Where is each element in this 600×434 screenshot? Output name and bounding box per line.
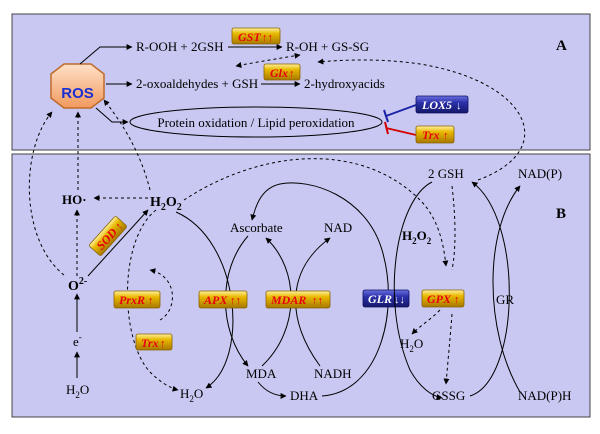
trx-inhibition-bar [384, 121, 389, 135]
mda-label: MDA [246, 366, 277, 381]
glx-enzyme-badge: Glx ↑ [263, 63, 301, 81]
nadh-label: NADH [314, 366, 352, 381]
gssg-label: GSSG [432, 388, 465, 403]
rooh-reactant: R-OOH + 2GSH [136, 39, 224, 54]
lox5-inhibition-bar [383, 109, 389, 123]
trx-b-up-arrow-icon: ↑ [160, 338, 166, 350]
gst-up-arrows-icon: ↑↑ [262, 32, 273, 44]
svg-text:LOX5: LOX5 [421, 98, 452, 112]
dha-label: DHA [290, 388, 319, 403]
gpx-to-h2o-dashed [411, 309, 441, 335]
oxoaldehydes-reactant: 2-oxoaldehydes + GSH [136, 76, 258, 91]
svg-text:Trx: Trx [141, 336, 159, 350]
electron: e- [73, 332, 82, 349]
svg-text:GLR: GLR [368, 292, 392, 306]
dha-glr-ascorbate-loop [250, 182, 389, 397]
gst-enzyme-badge: GST ↑↑ [231, 27, 281, 45]
glx-up-arrow-icon: ↑ [289, 68, 295, 80]
hydroxyacids-product: 2-hydroxyacids [304, 76, 385, 91]
svg-text:H2O: H2O [180, 386, 203, 404]
panel-a-label: A [556, 38, 567, 54]
mda-to-dha-arrow [257, 381, 287, 399]
water-gpx: H2O [400, 336, 423, 354]
svg-text:ROS: ROS [61, 85, 94, 102]
trx-b-enzyme-badge: Trx ↑ [135, 333, 173, 351]
prxr-cycle-dashed [127, 209, 179, 392]
svg-text:O2-: O2- [68, 276, 87, 294]
trx-a-enzyme-badge: Trx ↑ [415, 125, 455, 144]
gr-label: GR [496, 292, 514, 307]
gpx-up-arrow-icon: ↑ [454, 294, 460, 306]
trx-prxr-loop-dashed [149, 268, 173, 321]
svg-text:e-: e- [73, 332, 82, 349]
svg-text:H2O: H2O [66, 382, 89, 400]
trx-inhibition-line [385, 127, 417, 136]
apx-enzyme-badge: APX ↑↑ [198, 290, 248, 309]
o2-to-ros-dashed [28, 111, 65, 276]
glr-enzyme-badge: GLR ↓↓ [362, 289, 410, 308]
mdar-up-arrows-icon: ↑↑ [312, 295, 323, 307]
h2o2-main: H2O2 [150, 195, 182, 213]
superoxide: O2- [68, 276, 87, 294]
apx-up-arrows-icon: ↑↑ [230, 295, 241, 307]
gsh-link-dashed [235, 52, 301, 68]
nadph-to-nadp-gr [492, 185, 521, 393]
protein-lipid-text: Protein oxidation / Lipid peroxidation [157, 115, 355, 130]
svg-text:H2O: H2O [400, 336, 423, 354]
water-apx: H2O [180, 386, 203, 404]
o2-to-h2o2-sod [87, 209, 149, 277]
hydroxyl-radical: HO· [62, 192, 87, 207]
nadp-label: NAD(P) [518, 166, 562, 181]
svg-text:H2O2: H2O2 [402, 228, 432, 246]
gsh-to-gssg-dashed [446, 185, 456, 384]
arrow-ros-to-protein [95, 107, 129, 125]
protein-lipid-ellipse [129, 106, 383, 138]
svg-text:PrxR: PrxR [119, 293, 145, 307]
panel-a [11, 13, 591, 151]
h2o2-to-gpx-dashed [183, 158, 449, 267]
ascorbate-label: Ascorbate [230, 220, 283, 235]
h2o2-mid: H2O2 [402, 228, 432, 246]
gssg-to-gsh-gr [469, 181, 510, 397]
svg-text:Glx: Glx [270, 66, 288, 80]
svg-text:APX: APX [203, 293, 228, 307]
prxr-enzyme-badge: PrxR ↑ [113, 290, 161, 309]
nad-label: NAD [324, 220, 352, 235]
svg-text:H2O2: H2O2 [150, 195, 182, 213]
svg-text:GST: GST [238, 30, 261, 44]
water-bottom: H2O [66, 382, 89, 400]
lox5-down-arrow-icon: ↓ [456, 100, 462, 112]
glr-down-arrows-icon: ↓↓ [394, 294, 405, 306]
h2o2-to-ros-dashed [103, 99, 151, 191]
mdar-enzyme-badge: MDAR ↑↑ [265, 290, 331, 309]
roh-product: R-OH + GS-SG [286, 39, 369, 54]
gpx-enzyme-badge: GPX ↑ [421, 289, 465, 308]
lox5-inhibition-line [385, 104, 417, 117]
svg-text:Trx: Trx [422, 128, 440, 142]
prxr-up-arrow-icon: ↑ [148, 295, 154, 307]
gsh-to-gssg-glr [393, 181, 443, 400]
svg-text:MDAR: MDAR [270, 293, 306, 307]
lox5-enzyme-badge: LOX5 ↓ [415, 95, 469, 114]
gsh-to-glx-dashed [317, 58, 526, 181]
nadph-label: NAD(P)H [518, 388, 571, 403]
panel-b-label: B [556, 206, 566, 222]
panel-b [11, 153, 591, 418]
gsh-label: 2 GSH [428, 166, 464, 181]
ros-node: ROS [50, 63, 105, 109]
svg-text:GPX: GPX [427, 292, 452, 306]
arrow-ros-to-rooh [79, 44, 133, 65]
trx-a-up-arrow-icon: ↑ [443, 130, 449, 142]
